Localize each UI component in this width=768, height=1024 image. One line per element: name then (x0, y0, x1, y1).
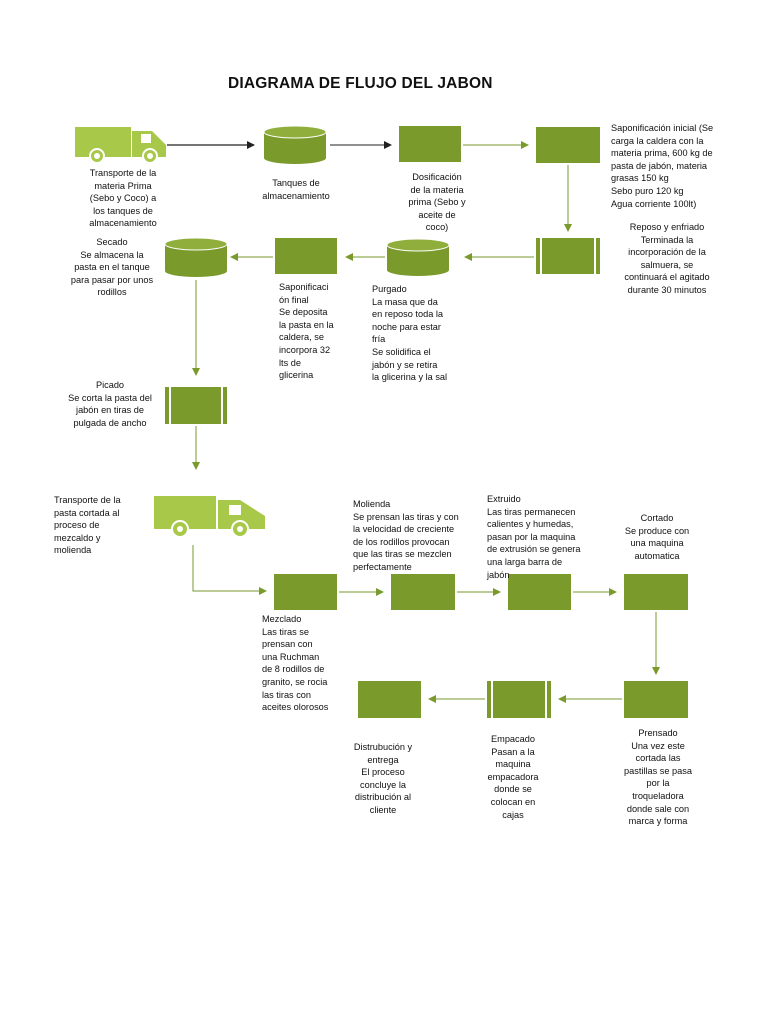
label-reposo: Reposo y enfriado Terminada la incorpora… (624, 222, 710, 295)
label-transporte-materia-prima: Transporte de la materia Prima (Sebo y C… (89, 168, 157, 229)
label-molienda: Molienda Se prensan las tiras y con la v… (353, 499, 459, 572)
cortado-box (624, 574, 688, 610)
dosificacion-box (399, 126, 461, 162)
label-secado: Secado Se almacena la pasta en el tanque… (70, 237, 154, 298)
label-extruido: Extruido Las tiras permanecen calientes … (487, 494, 581, 580)
label-saponificacion-final: Saponificaci ón final Se deposita la pas… (279, 282, 334, 381)
empacado-box (487, 681, 551, 718)
label-purgado: Purgado La masa que da en reposo toda la… (372, 284, 448, 383)
label-saponificacion-inicial: Saponificación inicial (Se carga la cald… (611, 123, 714, 209)
label-dosificacion: Dosificación de la materia prima (Sebo y… (408, 172, 466, 233)
label-transporte-pasta: Transporte de la pasta cortada al proces… (54, 495, 121, 556)
label-mezclado: Mezclado Las tiras se prensan con una Ru… (262, 614, 329, 713)
arrow (192, 545, 267, 595)
label-distribucion: Distrubución y entrega El proceso conclu… (353, 742, 413, 815)
reposo-box (536, 238, 600, 274)
mezclado-box (274, 574, 337, 610)
label-tanques: Tanques de almacenamiento (262, 178, 330, 201)
saponificacion-inicial-box (536, 127, 600, 163)
storage-tank-icon (263, 125, 327, 164)
distribucion-box (358, 681, 421, 718)
page-title: DIAGRAMA DE FLUJO DEL JABON (228, 75, 493, 92)
extruido-box (508, 574, 571, 610)
truck-icon (75, 127, 166, 164)
saponificacion-final-box (275, 238, 337, 274)
truck-icon (154, 496, 265, 538)
molienda-box (391, 574, 455, 610)
secado-tank-icon (164, 237, 228, 277)
picado-box (165, 387, 227, 424)
prensado-box (624, 681, 688, 718)
label-prensado: Prensado Una vez este cortada las pastil… (624, 728, 692, 827)
label-picado: Picado Se corta la pasta del jabón en ti… (68, 380, 152, 428)
label-cortado: Cortado Se produce con una maquina autom… (624, 513, 690, 561)
purgado-tank-icon (386, 238, 450, 276)
label-empacado: Empacado Pasan a la maquina empacadora d… (487, 734, 539, 820)
